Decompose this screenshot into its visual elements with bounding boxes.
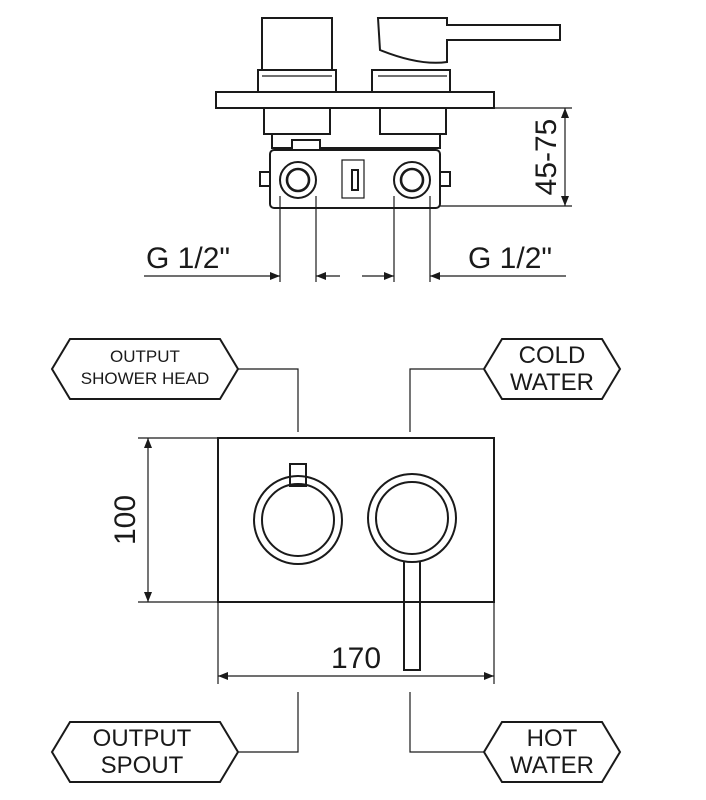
- svg-text:WATER: WATER: [510, 752, 594, 779]
- callout-output-spout: OUTPUT SPOUT: [50, 692, 299, 783]
- callout-output-shower-head: OUTPUT SHOWER HEAD: [50, 338, 299, 432]
- thread-label-left: G 1/2": [146, 242, 230, 275]
- valve-block: [271, 134, 441, 149]
- right-inlet-port: [393, 161, 431, 199]
- width-dimension: 170: [331, 642, 381, 675]
- svg-text:COLD: COLD: [519, 342, 586, 369]
- left-cartridge-top: [261, 17, 333, 71]
- height-dimension: 100: [109, 495, 142, 545]
- diverter-knob: [253, 475, 343, 565]
- svg-text:WATER: WATER: [510, 369, 594, 396]
- depth-dimension: 45-75: [530, 119, 563, 196]
- left-inlet-port: [279, 161, 317, 199]
- mixer-lever: [403, 562, 421, 671]
- front-view: 100 170: [109, 437, 495, 684]
- cover-plate: [217, 437, 495, 603]
- svg-text:SPOUT: SPOUT: [101, 752, 184, 779]
- svg-text:SHOWER HEAD: SHOWER HEAD: [81, 369, 209, 388]
- left-cartridge-collar: [257, 69, 337, 93]
- right-cartridge-collar: [371, 69, 451, 93]
- mixer-knob: [367, 473, 457, 563]
- svg-text:OUTPUT: OUTPUT: [110, 347, 180, 366]
- valve-housing: [269, 149, 441, 209]
- side-view: 45-75 G 1/2" G 1/2": [144, 17, 572, 282]
- callout-cold-water: COLD WATER: [409, 338, 622, 432]
- left-body: [263, 107, 331, 135]
- svg-text:HOT: HOT: [527, 725, 578, 752]
- diverter-indicator: [289, 463, 307, 487]
- mounting-plate: [215, 91, 495, 109]
- svg-text:OUTPUT: OUTPUT: [93, 725, 192, 752]
- thread-label-right: G 1/2": [468, 242, 552, 275]
- right-lever: [376, 17, 561, 64]
- callout-hot-water: HOT WATER: [409, 692, 622, 783]
- right-body: [379, 107, 447, 135]
